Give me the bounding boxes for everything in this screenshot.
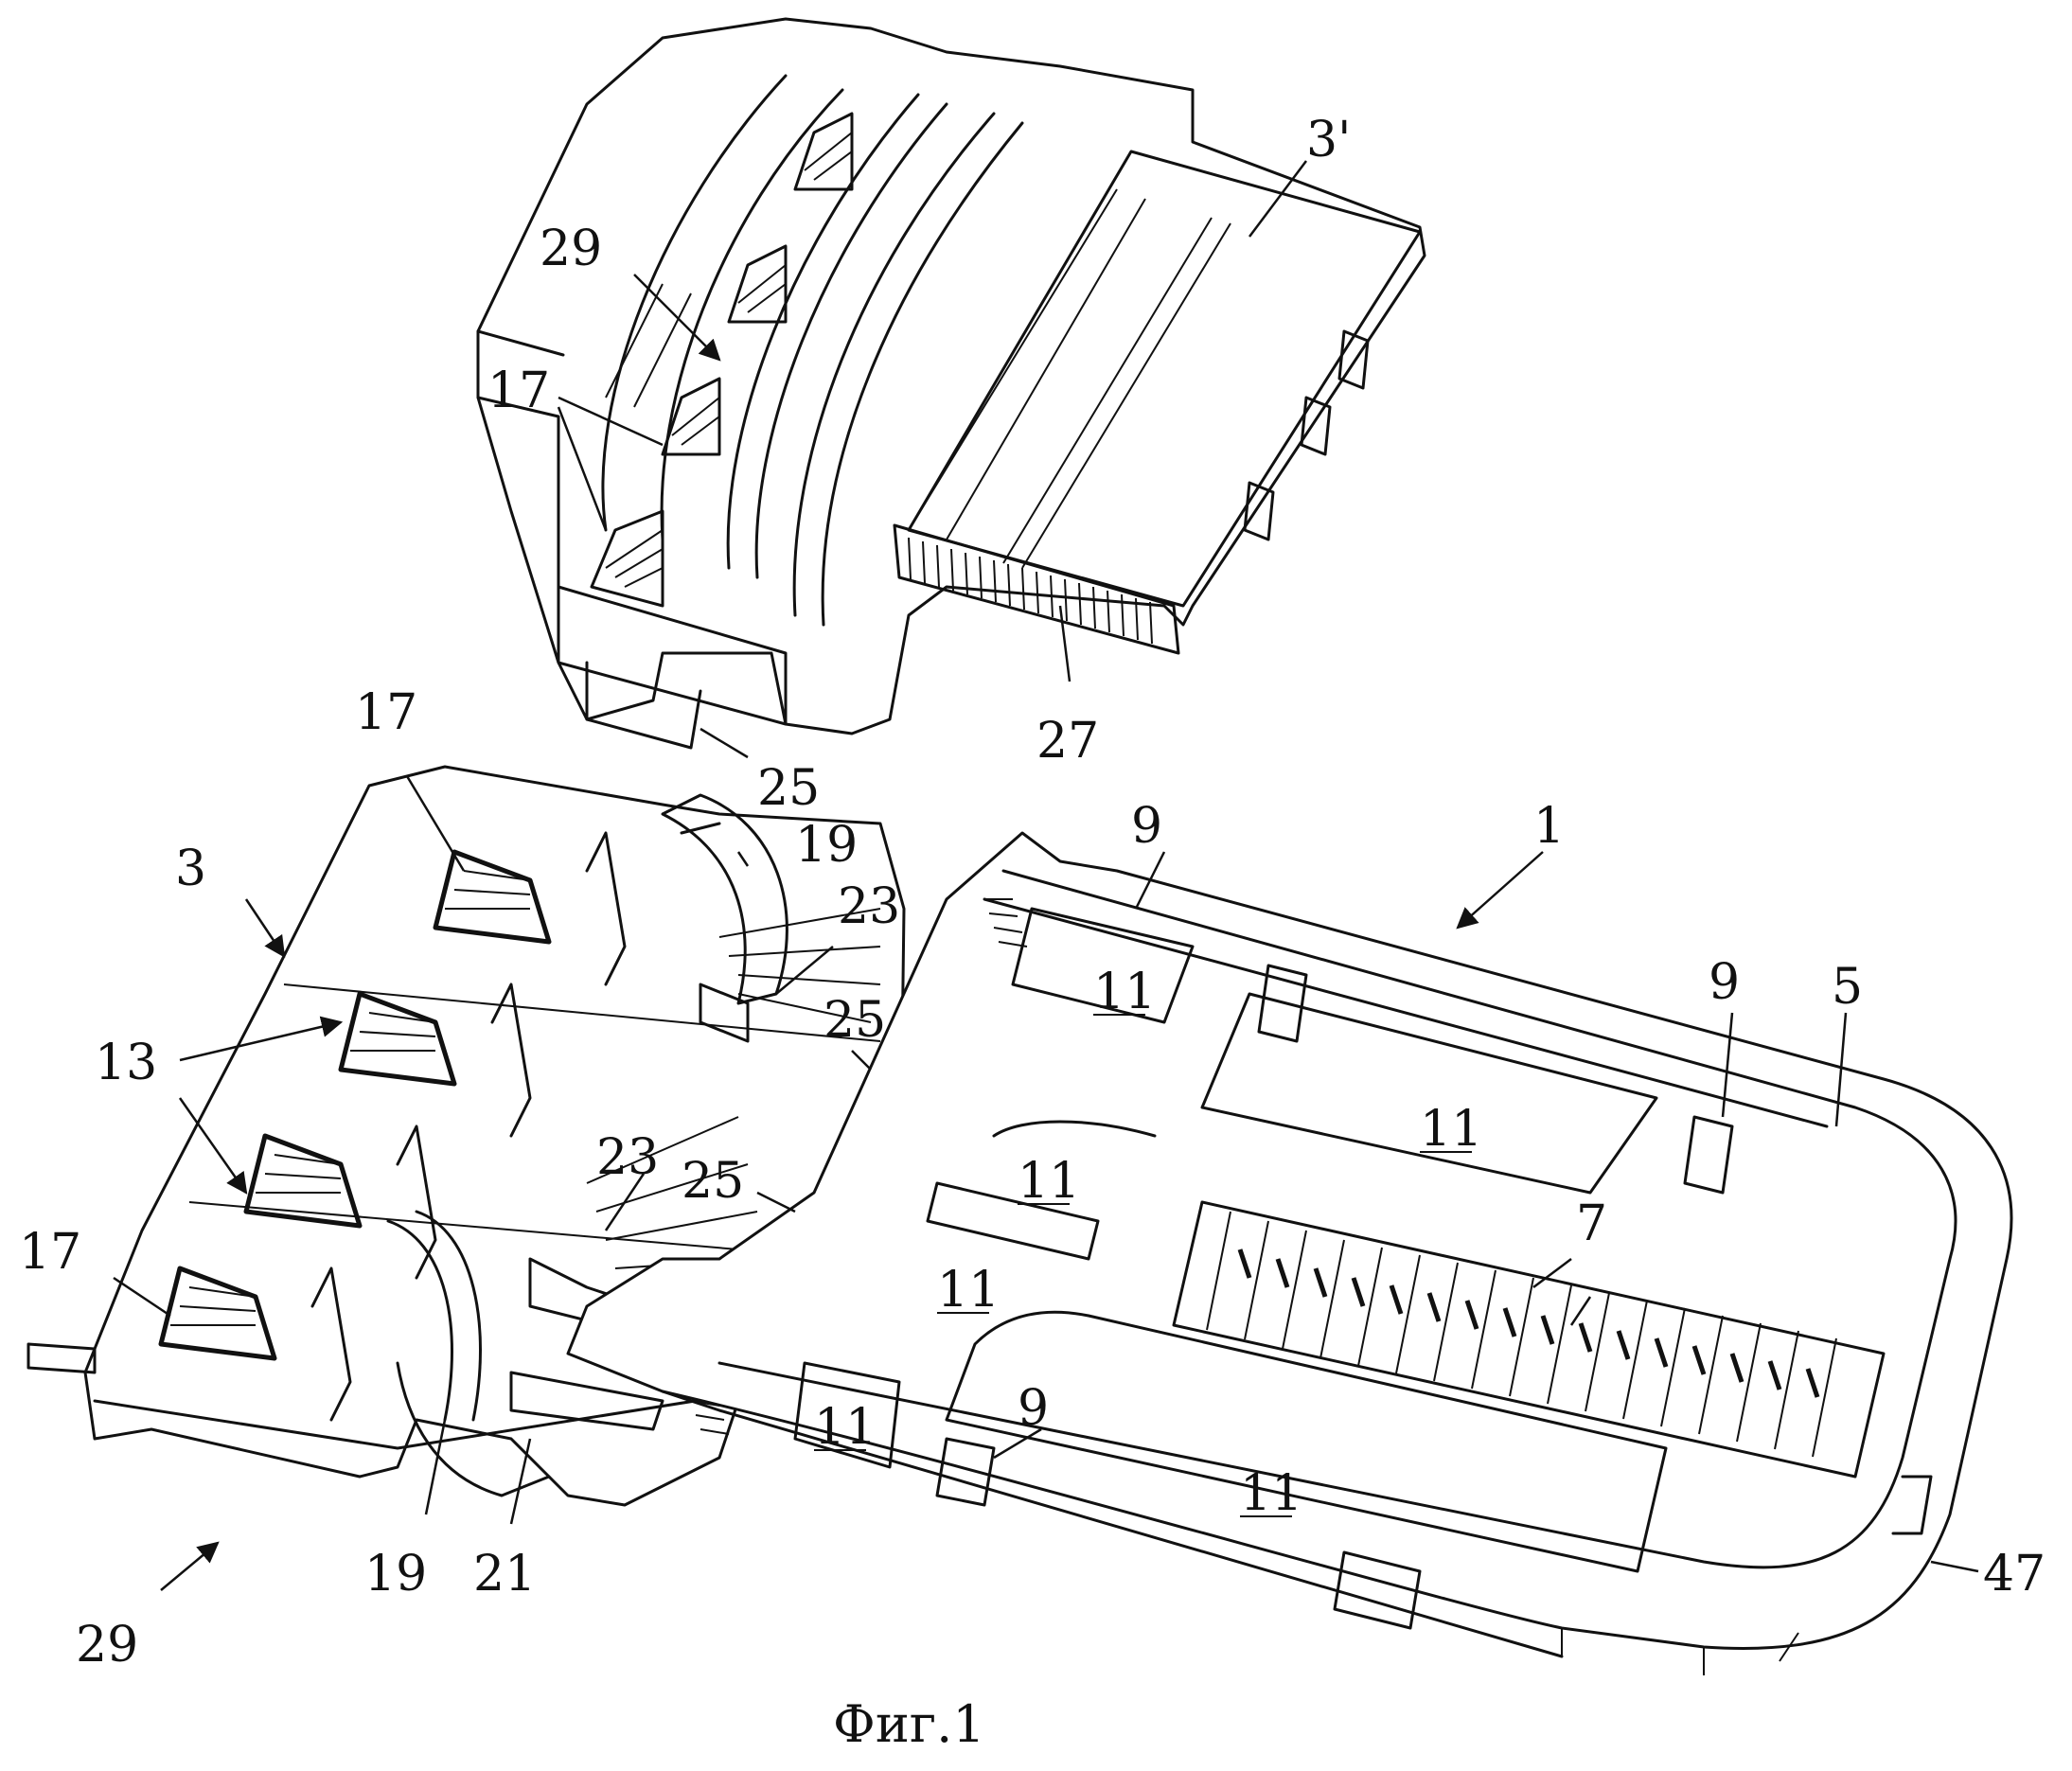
label-19-top: 19	[795, 817, 858, 874]
label-47: 47	[1983, 1546, 2045, 1603]
label-9-low: 9	[1018, 1380, 1049, 1437]
label-29-top: 29	[540, 221, 602, 277]
label-23-top: 23	[838, 878, 900, 935]
label-11-c: 11	[1018, 1153, 1080, 1210]
label-25-mid: 25	[823, 992, 886, 1049]
label-5: 5	[1832, 959, 1863, 1016]
label-3: 3	[175, 841, 206, 897]
label-25-top: 25	[757, 760, 820, 817]
label-25-low: 25	[682, 1153, 744, 1210]
label-3prime: 3'	[1306, 112, 1351, 168]
label-23-mid: 23	[596, 1129, 659, 1186]
label-17-mid: 17	[355, 684, 417, 741]
label-19-low: 19	[364, 1546, 427, 1603]
label-21: 21	[473, 1546, 536, 1603]
label-11-f: 11	[1240, 1465, 1302, 1522]
label-9-right: 9	[1709, 954, 1740, 1011]
label-9-top: 9	[1131, 798, 1162, 855]
label-7: 7	[1576, 1195, 1607, 1252]
label-1: 1	[1533, 798, 1565, 855]
cover-part-3prime	[478, 19, 1425, 748]
label-13: 13	[95, 1035, 157, 1091]
label-29-low: 29	[76, 1617, 138, 1674]
label-17-top: 17	[487, 363, 550, 419]
label-27: 27	[1036, 713, 1099, 770]
label-11-a: 11	[1093, 964, 1156, 1020]
label-17-low: 17	[19, 1224, 81, 1281]
label-11-d: 11	[937, 1262, 1000, 1319]
figure-caption: Фиг.1	[833, 1694, 985, 1754]
label-11-e: 11	[814, 1399, 877, 1456]
label-11-b: 11	[1420, 1101, 1482, 1158]
